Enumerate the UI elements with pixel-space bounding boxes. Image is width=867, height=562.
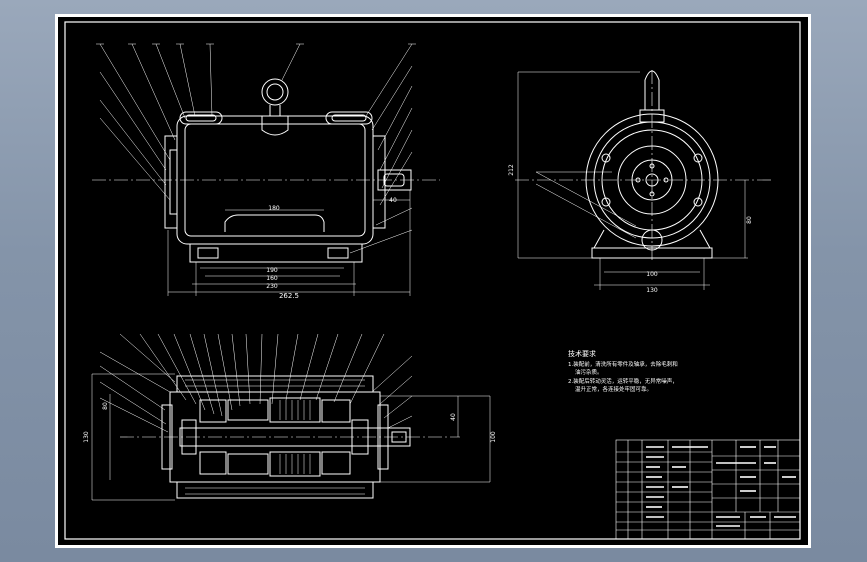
- dim-top-left-inner: 80: [102, 402, 109, 410]
- front-view: [92, 43, 440, 296]
- dim-front-overall: 262.5: [279, 292, 299, 300]
- title-block: [615, 439, 801, 540]
- tech-req-line4: 温升正常，各连接处牢固可靠。: [575, 385, 652, 393]
- dim-top-right-height: 100: [490, 431, 497, 443]
- tech-req-line2: 油污杂质。: [575, 368, 603, 376]
- tech-req-line3: 2.装配后转动灵活，运转平稳，无异常噪声，: [568, 377, 678, 385]
- dim-side-foot-130: 130: [646, 287, 658, 294]
- dim-top-left-height: 130: [83, 431, 90, 443]
- dim-side-shaft-center: 80: [746, 216, 753, 224]
- drawing-sheet: [58, 17, 808, 545]
- dim-front-160: 160: [266, 275, 278, 282]
- dim-side-height: 212: [508, 164, 515, 176]
- dim-front-inner: 180: [268, 205, 280, 212]
- dim-front-230: 230: [266, 283, 278, 290]
- dim-front-side-40: 40: [389, 197, 397, 204]
- top-section-view: [91, 333, 491, 501]
- tech-req-title: 技术要求: [568, 349, 596, 358]
- dim-top-right-inner: 40: [450, 413, 457, 421]
- tech-req-line1: 1.装配前，清洗所有零件及轴承，去除毛刺和: [568, 360, 678, 368]
- dim-front-190: 190: [266, 267, 278, 274]
- dim-side-foot-100: 100: [646, 271, 658, 278]
- eyebolt: [261, 78, 289, 136]
- drawing-frame: [64, 21, 801, 540]
- side-view: [515, 70, 772, 290]
